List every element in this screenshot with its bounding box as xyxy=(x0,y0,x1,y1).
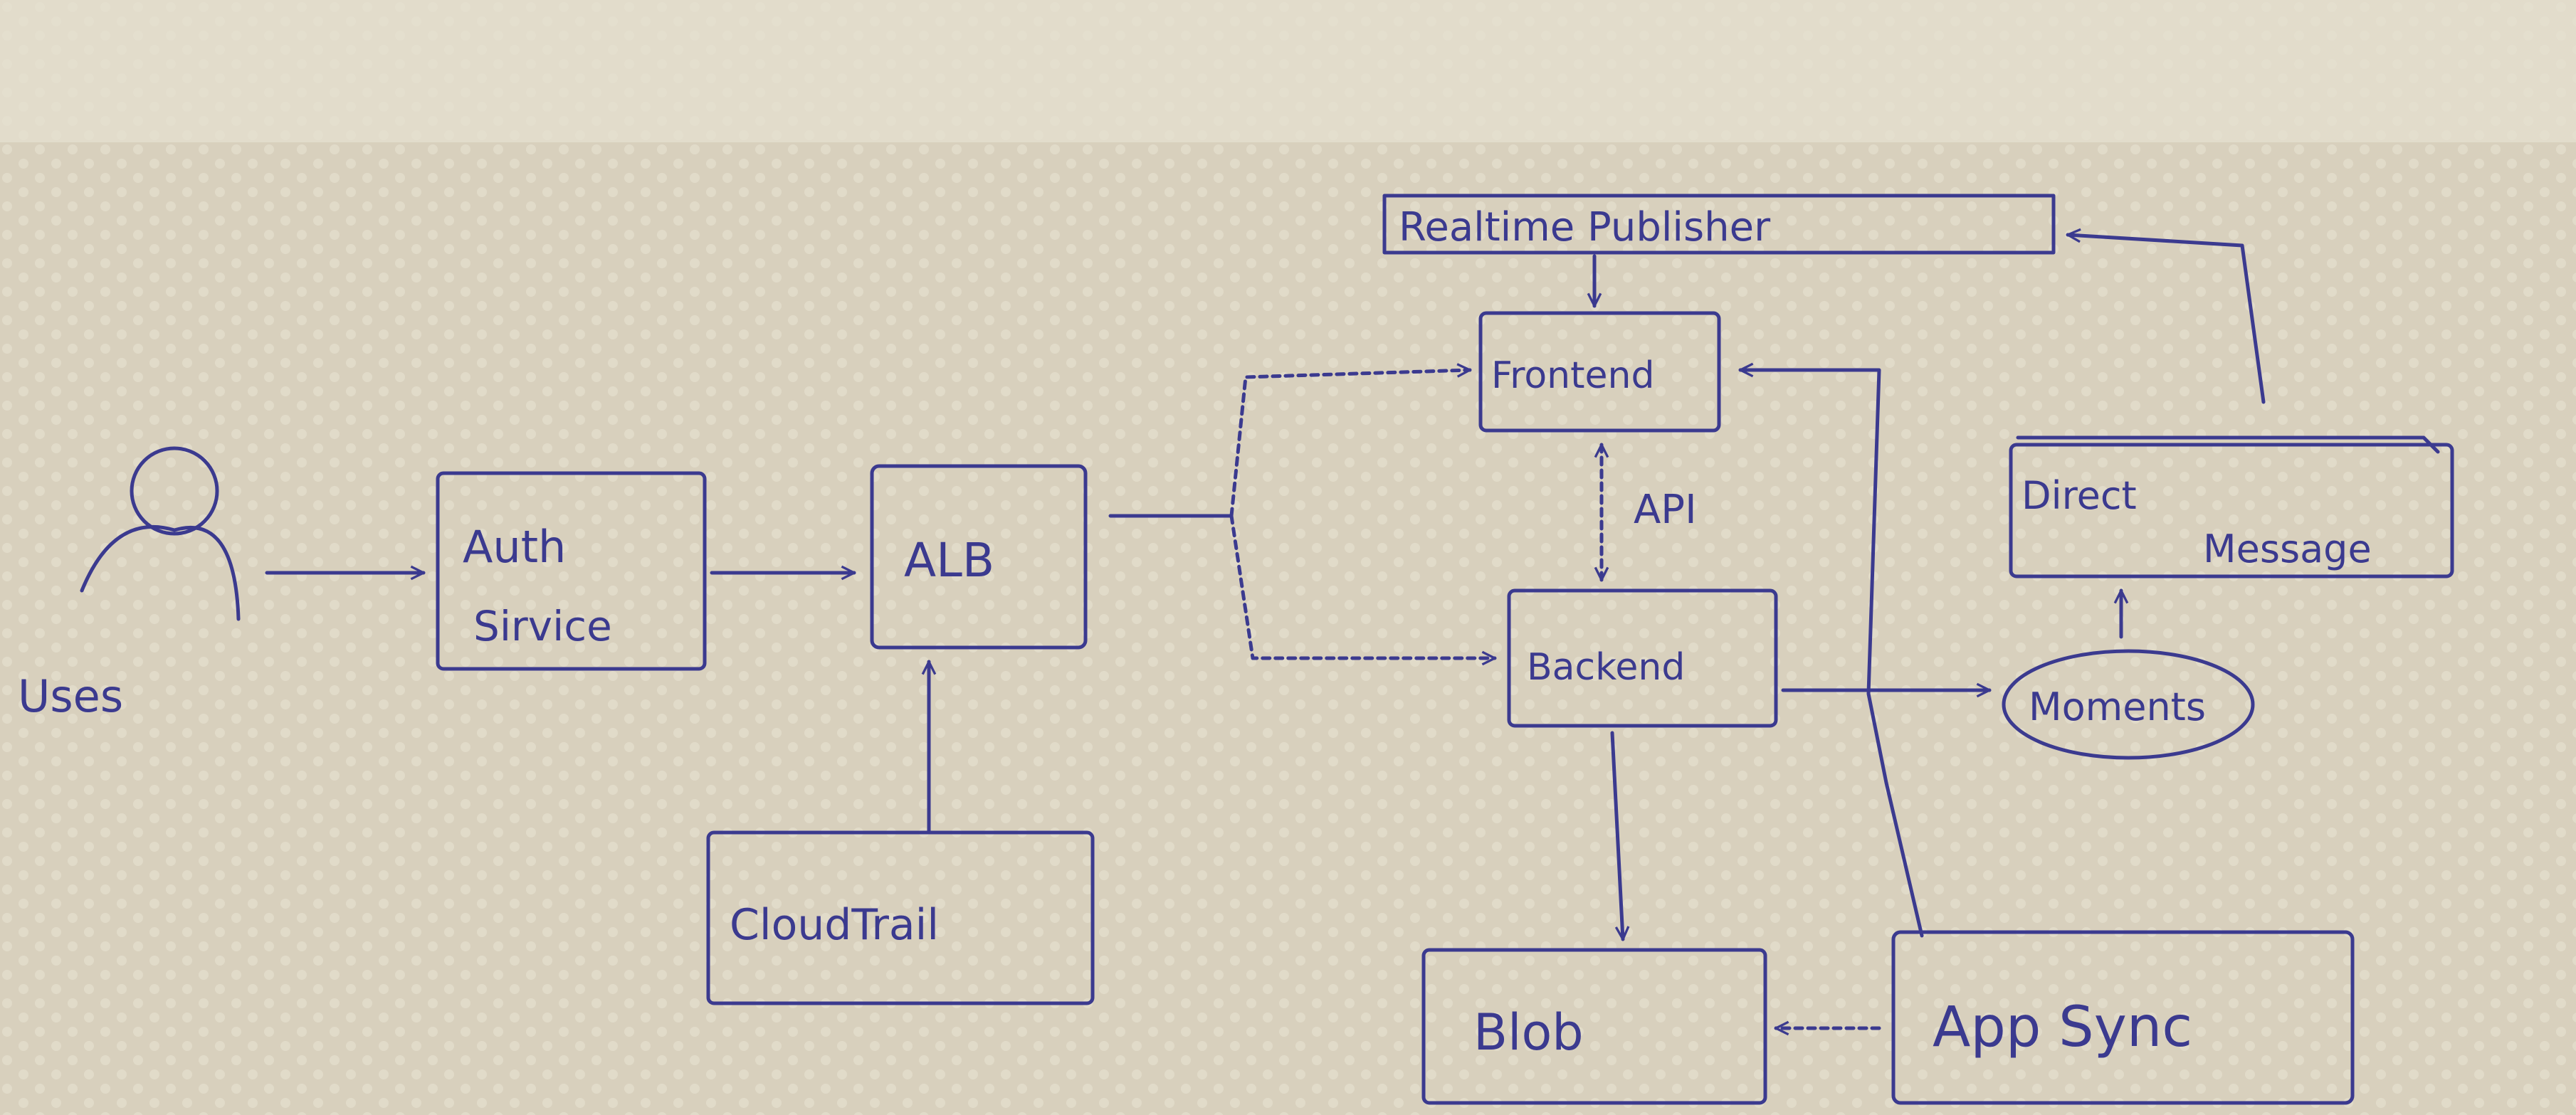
auth-service-label-line1: Auth xyxy=(463,521,566,573)
edge-alb-to-backend xyxy=(1229,514,1497,658)
blob-label: Blob xyxy=(1473,1003,1584,1062)
user-icon xyxy=(80,446,241,621)
direct-message-label-line1: Direct xyxy=(2022,473,2137,518)
alb-box xyxy=(870,464,1088,650)
frontend-label: Frontend xyxy=(1491,354,1654,397)
api-label: API xyxy=(1634,487,1697,533)
edge-appsync-to-frontend xyxy=(1738,370,1924,938)
auth-service-label-line2: Sirvice xyxy=(473,602,612,650)
moments-ellipse xyxy=(2002,649,2255,760)
auth-service-box xyxy=(436,471,707,671)
edge-dm-to-publisher xyxy=(2068,235,2266,404)
direct-message-box xyxy=(2009,435,2454,578)
cloudtrail-label: CloudTrail xyxy=(730,900,939,950)
realtime-publisher-box xyxy=(1382,194,2056,255)
edge-alb-to-frontend xyxy=(1229,370,1470,518)
edge-backend-to-blob xyxy=(1610,731,1623,939)
alb-label: ALB xyxy=(904,533,994,588)
realtime-publisher-label: Realtime Publisher xyxy=(1399,204,1771,250)
cloudtrail-box xyxy=(706,830,1095,1005)
direct-message-label-line2: Message xyxy=(2203,527,2372,571)
frontend-box xyxy=(1478,311,1721,433)
user-label: Uses xyxy=(18,670,123,722)
appsync-box xyxy=(1891,930,2355,1105)
appsync-label: App Sync xyxy=(1933,995,2192,1059)
blob-box xyxy=(1421,948,1767,1105)
backend-label: Backend xyxy=(1527,646,1685,689)
backend-box xyxy=(1507,588,1778,728)
moments-label: Moments xyxy=(2029,685,2206,729)
